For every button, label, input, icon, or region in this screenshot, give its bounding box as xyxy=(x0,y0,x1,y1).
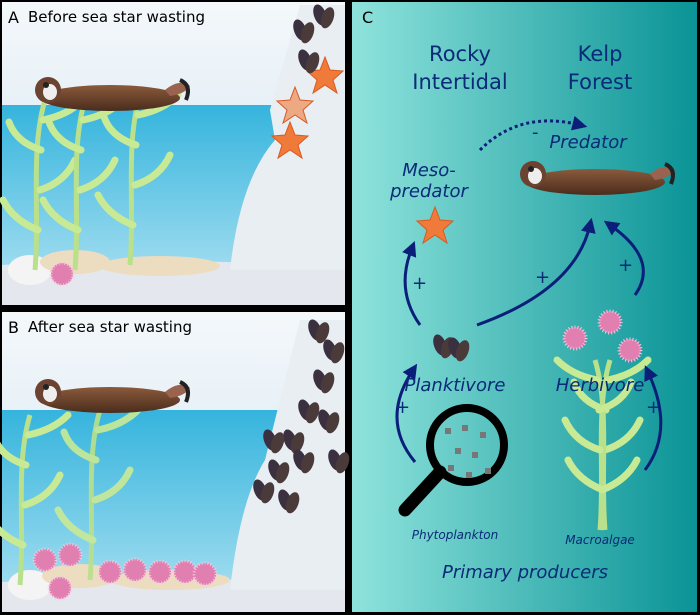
sign-positive-planktivore: + xyxy=(535,267,551,288)
sign-positive-meso: + xyxy=(412,273,428,294)
panel-b-title: After sea star wasting xyxy=(28,318,192,336)
panel-c-diagram xyxy=(352,2,697,612)
label-macroalgae: Macroalgae xyxy=(565,533,635,547)
label-phytoplankton: Phytoplankton xyxy=(411,528,499,542)
sign-positive-macroalgae: + xyxy=(646,397,662,418)
arrow-herbivore-to-predator xyxy=(603,220,645,296)
interaction-arrows xyxy=(395,115,663,471)
arrow-phyto-to-planktivore xyxy=(395,363,418,463)
sea-urchin-icon xyxy=(49,261,75,287)
sign-positive-phyto: + xyxy=(395,397,411,418)
sign-negative: - xyxy=(532,122,539,143)
label-predator: Predator xyxy=(549,132,627,153)
arrow-planktivore-to-meso xyxy=(402,241,422,326)
panel-a-scene xyxy=(2,2,345,305)
panel-b-letter: B xyxy=(8,318,19,337)
label-herbivore: Herbivore xyxy=(555,375,645,396)
arrow-macroalgae-to-herbivore xyxy=(643,365,663,471)
panel-c-letter: C xyxy=(362,8,374,27)
habitat-rocky-intertidal: Rocky Intertidal xyxy=(412,42,508,94)
habitat-kelp-forest: Kelp Forest xyxy=(567,42,633,94)
magnifier-icon xyxy=(398,404,508,517)
sign-positive-herbivore: + xyxy=(618,255,634,276)
label-primary-producers: Primary producers xyxy=(441,562,609,583)
label-meso-predator: Meso-predator xyxy=(390,160,468,202)
arrow-planktivore-to-predator xyxy=(476,217,596,327)
label-planktivore: Planktivore xyxy=(404,375,506,396)
panel-a-letter: A xyxy=(8,8,19,27)
panel-b-scene xyxy=(0,312,352,612)
panel-a-title: Before sea star wasting xyxy=(28,8,205,26)
